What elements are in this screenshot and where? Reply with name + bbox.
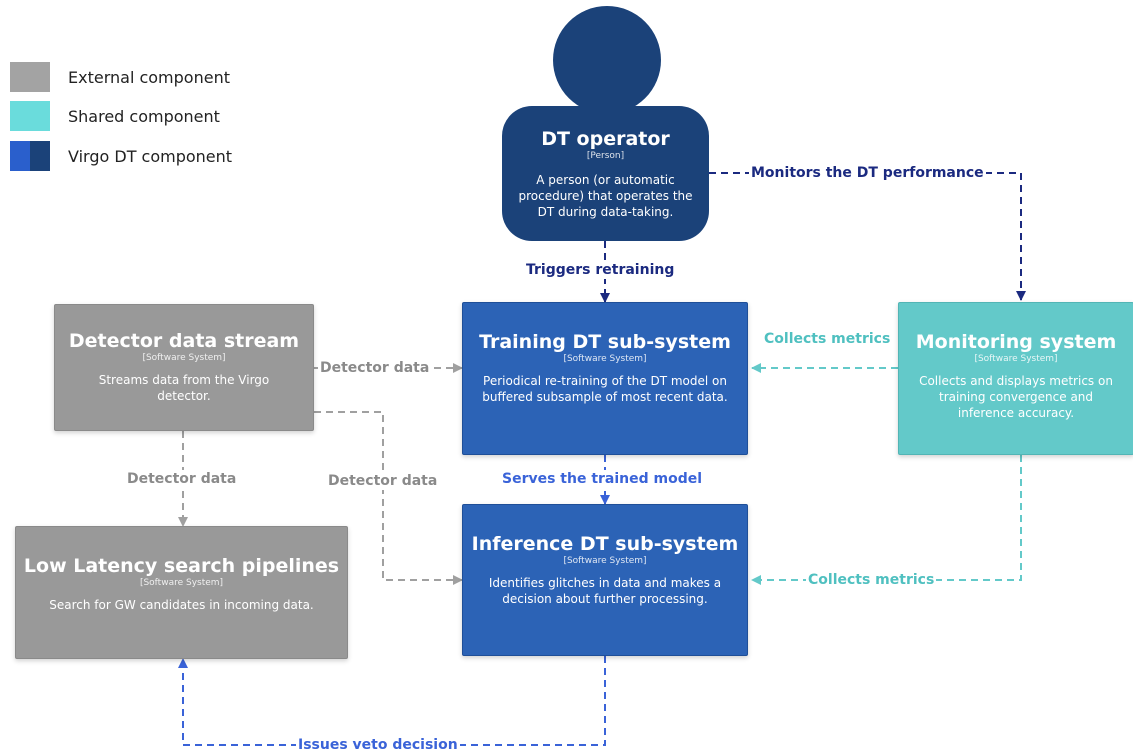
- edge-detector-inference: [314, 411, 463, 585]
- edge-label-veto: Issues veto decision: [296, 736, 460, 754]
- node-description: Search for GW candidates in incoming dat…: [49, 598, 314, 612]
- edge-veto: [178, 656, 606, 746]
- legend-shared: Shared component: [10, 101, 220, 131]
- node-low-latency-search-pipelines: Low Latency search pipelines [Software S…: [15, 526, 348, 659]
- legend-swatch-external: [10, 62, 50, 92]
- node-kind: [Software System]: [563, 556, 647, 566]
- node-kind: [Software System]: [974, 354, 1058, 364]
- edge-label-monitors: Monitors the DT performance: [749, 164, 986, 182]
- edge-label-detector-training: Detector data: [318, 359, 432, 377]
- node-training-dt-subsystem: Training DT sub-system [Software System]…: [462, 302, 748, 455]
- person-head-icon: [553, 6, 661, 114]
- legend-label-shared: Shared component: [68, 106, 220, 126]
- edge-label-detector-lowlatency: Detector data: [125, 470, 239, 488]
- person-body: DT operator [Person] A person (or automa…: [502, 106, 709, 241]
- node-title: Training DT sub-system: [479, 331, 731, 353]
- node-kind: [Software System]: [142, 353, 226, 363]
- node-title: DT operator: [541, 128, 670, 150]
- edge-label-collects-inference: Collects metrics: [806, 571, 937, 589]
- node-kind: [Software System]: [563, 354, 647, 364]
- legend-external: External component: [10, 62, 230, 92]
- node-description: Streams data from the Virgo detector.: [98, 373, 270, 403]
- node-title: Monitoring system: [915, 331, 1117, 353]
- edge-label-detector-inference: Detector data: [326, 472, 440, 490]
- edge-label-serves: Serves the trained model: [500, 470, 705, 488]
- node-kind: [Software System]: [139, 578, 224, 588]
- legend-swatch-virgo: [10, 141, 50, 171]
- legend-label-external: External component: [68, 67, 230, 87]
- node-title: Low Latency search pipelines: [23, 555, 340, 577]
- node-title: Inference DT sub-system: [471, 533, 739, 555]
- legend-swatch-shared: [10, 101, 50, 131]
- edge-monitors: [709, 172, 1026, 301]
- edge-collects-inference: [751, 455, 1022, 585]
- edge-label-collects-training: Collects metrics: [762, 330, 893, 348]
- node-description: Collects and displays metrics on trainin…: [919, 374, 1113, 420]
- legend-virgo: Virgo DT component: [10, 141, 232, 171]
- node-detector-data-stream: Detector data stream [Software System] S…: [54, 304, 314, 431]
- node-title: Detector data stream: [68, 330, 300, 352]
- node-monitoring-system: Monitoring system [Software System] Coll…: [898, 302, 1133, 455]
- node-description: Identifies glitches in data and makes a …: [488, 576, 722, 606]
- node-inference-dt-subsystem: Inference DT sub-system [Software System…: [462, 504, 748, 656]
- node-kind: [Person]: [586, 151, 625, 161]
- legend-label-virgo: Virgo DT component: [68, 146, 233, 166]
- edge-label-triggers: Triggers retraining: [524, 261, 677, 279]
- node-description: A person (or automatic procedure) that o…: [518, 173, 693, 219]
- node-description: Periodical re-training of the DT model o…: [482, 374, 728, 404]
